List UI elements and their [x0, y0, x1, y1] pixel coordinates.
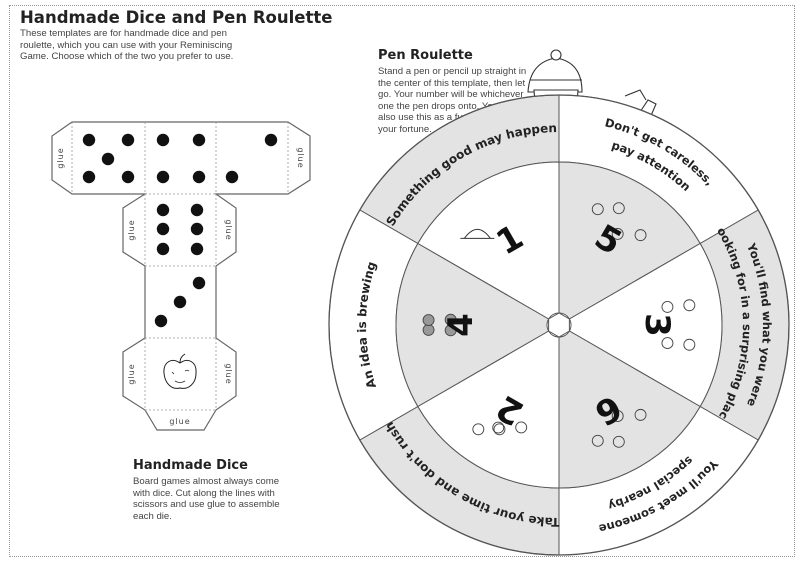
die-pip — [156, 133, 170, 147]
die-pip — [192, 170, 206, 184]
glue-label: glue — [224, 363, 233, 384]
glue-label: glue — [56, 147, 65, 168]
die-pip — [192, 133, 206, 147]
page-title: Handmade Dice and Pen Roulette — [20, 8, 333, 27]
roulette-title: Pen Roulette — [378, 48, 473, 63]
die-pip — [192, 276, 206, 290]
glue-label: glue — [296, 147, 305, 168]
apple-icon — [163, 353, 197, 389]
die-pip — [190, 222, 204, 236]
number-segment — [558, 161, 701, 320]
die-pip — [156, 222, 170, 236]
butterfly-icon — [591, 202, 647, 242]
dice-description: Board games almost always come with dice… — [133, 476, 280, 522]
die-pip — [264, 133, 278, 147]
die-pip — [190, 242, 204, 256]
dice-title: Handmade Dice — [133, 458, 248, 473]
glue-label: glue — [169, 417, 190, 426]
number-segment — [558, 330, 701, 489]
glue-label: glue — [224, 219, 233, 240]
page-border — [9, 5, 795, 557]
die-pip — [154, 314, 168, 328]
die-pip — [173, 295, 187, 309]
center-hexagon[interactable] — [548, 312, 570, 338]
dice-net: glue glue glue glue glue glue glue — [51, 121, 311, 431]
number-segment — [568, 242, 723, 408]
glue-label: glue — [127, 363, 136, 384]
bird-icon — [661, 299, 696, 351]
die-pip — [121, 170, 135, 184]
die-pip — [156, 203, 170, 217]
number-segment — [417, 161, 560, 320]
roulette-number: 3 — [637, 313, 677, 337]
die-pip — [121, 133, 135, 147]
wheel-rim — [328, 94, 790, 556]
roulette-description: Stand a pen or pencil up straight in the… — [378, 66, 527, 135]
number-segment — [417, 330, 560, 489]
hat-icon — [460, 228, 495, 239]
die-pip — [82, 133, 96, 147]
die-pip — [82, 170, 96, 184]
intro-text: These templates are for handmade dice an… — [20, 28, 234, 62]
die-pip — [156, 170, 170, 184]
die-pip — [225, 170, 239, 184]
die-pip — [190, 203, 204, 217]
wheel-segments — [328, 94, 790, 556]
clover-icon — [422, 313, 457, 337]
acorn-icon — [591, 408, 647, 448]
dice-cut-outline — [51, 121, 311, 431]
roulette-number: 4 — [441, 313, 481, 337]
glue-label: glue — [127, 219, 136, 240]
die-pip — [156, 242, 170, 256]
tree-icon — [472, 421, 528, 436]
number-segment — [395, 242, 550, 408]
wheel-icons — [422, 202, 696, 448]
die-pip — [101, 152, 115, 166]
